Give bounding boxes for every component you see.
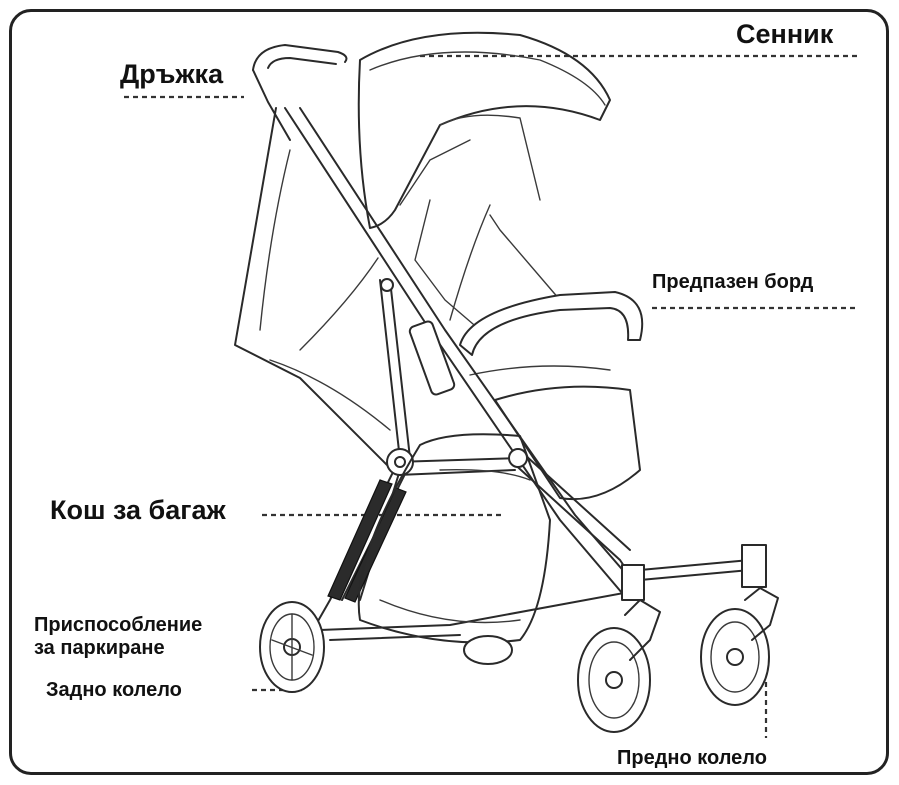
rear-wheel-far bbox=[464, 636, 512, 664]
seat-cushion bbox=[495, 387, 640, 500]
label-bumper-bar: Предпазен борд bbox=[652, 271, 813, 293]
label-parking-brake: Приспособление за паркиране bbox=[34, 614, 202, 660]
handle-bar bbox=[253, 45, 346, 70]
stroller-body bbox=[235, 33, 640, 499]
label-basket: Кош за багаж bbox=[50, 496, 226, 526]
canopy-shape bbox=[359, 33, 610, 228]
label-handle: Дръжка bbox=[120, 60, 223, 90]
label-parking-line2: за паркиране bbox=[34, 637, 202, 660]
bumper-bar bbox=[460, 292, 642, 355]
label-canopy: Сенник bbox=[736, 20, 833, 50]
seat-back-panel bbox=[235, 108, 392, 470]
label-parking-line1: Приспособление bbox=[34, 614, 202, 637]
rear-wheel bbox=[260, 602, 324, 692]
main-tube bbox=[285, 108, 628, 600]
front-wheel-right bbox=[701, 545, 778, 705]
label-front-wheel: Предно колело bbox=[617, 747, 767, 769]
label-rear-wheel: Задно колело bbox=[46, 679, 182, 701]
dark-strut bbox=[328, 480, 406, 602]
